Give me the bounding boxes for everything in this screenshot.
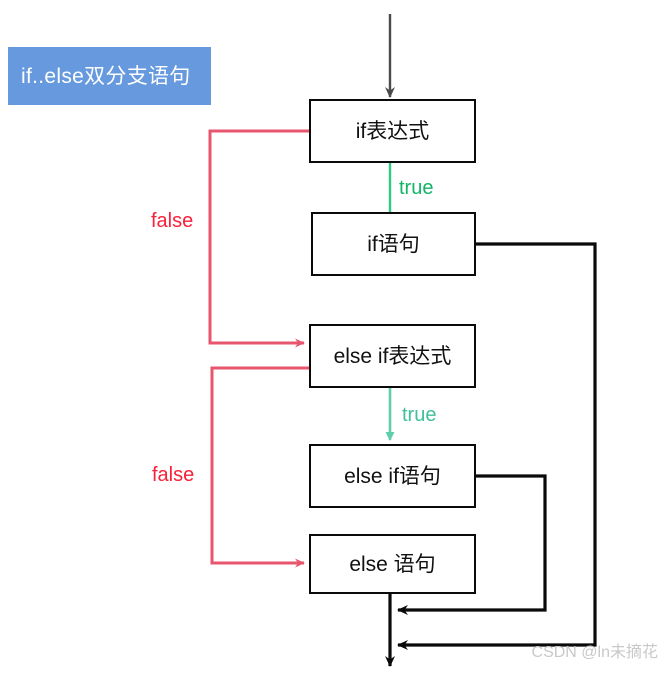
node-if-statement[interactable]: if语句	[311, 212, 476, 276]
node-if-statement-label: if语句	[367, 232, 420, 256]
connector-false-elseif	[210, 366, 309, 568]
edge-label-true-2: true	[402, 404, 437, 426]
node-else-statement-label: else 语句	[349, 552, 436, 576]
node-if-expression[interactable]: if表达式	[309, 99, 476, 163]
watermark: CSDN @ln未摘花	[531, 644, 658, 661]
title-badge-label: if..else双分支语句	[21, 64, 191, 88]
connector-false-if	[208, 129, 309, 348]
node-else-if-expression-label: else if表达式	[333, 344, 452, 368]
title-badge: if..else双分支语句	[8, 47, 211, 105]
edge-label-false-1: false	[151, 210, 194, 232]
node-else-statement[interactable]: else 语句	[309, 534, 476, 594]
node-else-if-expression[interactable]: else if表达式	[309, 324, 476, 388]
node-if-expression-label: if表达式	[355, 119, 430, 143]
edge-label-false-2: false	[152, 464, 195, 486]
node-else-if-statement[interactable]: else if语句	[309, 444, 476, 508]
connector-elseif-statement-exit	[397, 474, 547, 615]
node-else-if-statement-label: else if语句	[344, 464, 441, 488]
connector-if-statement-exit	[397, 242, 597, 650]
edge-label-true-1: true	[399, 177, 434, 199]
